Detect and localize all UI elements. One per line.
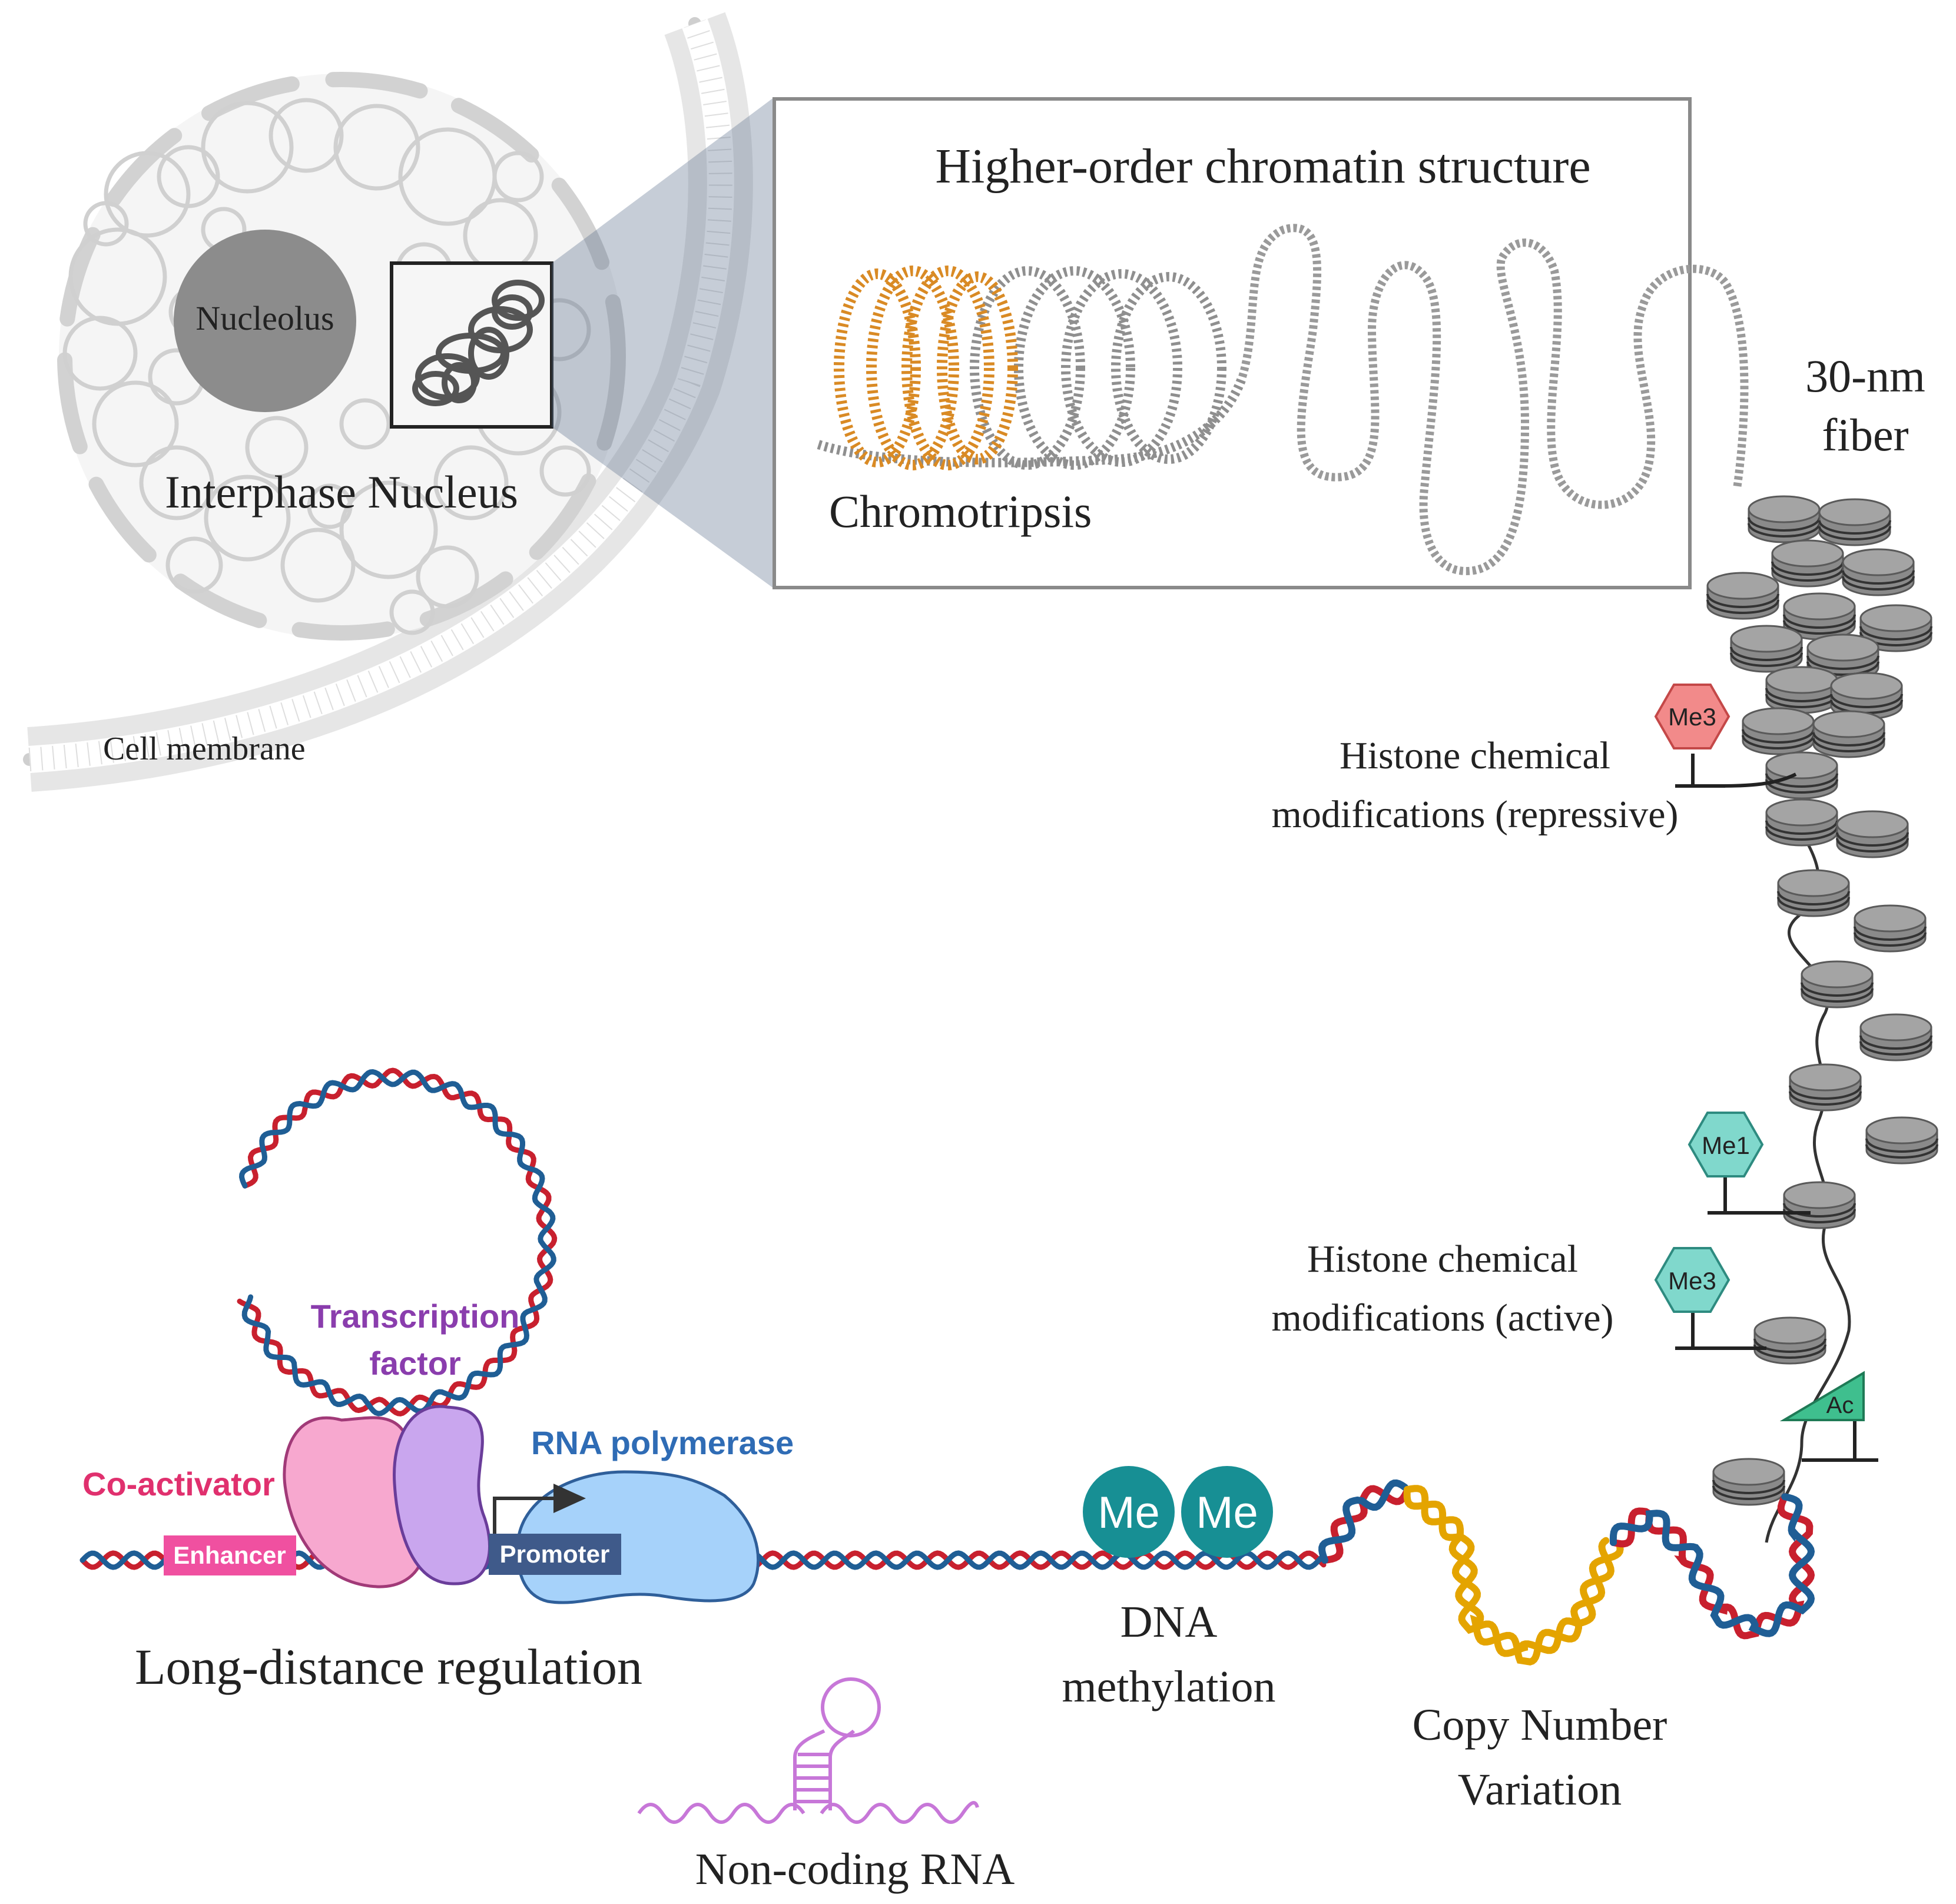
nucleosome <box>1765 666 1838 714</box>
dna-wave-end <box>1609 1493 1815 1640</box>
nucleosome <box>1859 604 1932 652</box>
chromatin-coils-orange <box>834 266 1018 470</box>
enhancer-box: Enhancer <box>164 1535 296 1575</box>
active-modification-me3: Me3 <box>1654 1247 1766 1350</box>
methyl-right-label: Me <box>1196 1488 1258 1538</box>
repressive-label-line1: Histone chemical <box>1340 734 1610 777</box>
beaded-chromatin <box>1238 224 1749 576</box>
cnv-label-line2: Variation <box>1458 1765 1622 1815</box>
active-label-line1: Histone chemical <box>1307 1238 1578 1281</box>
chromatin-coils-gray <box>817 266 1247 470</box>
nucleosome <box>1801 960 1874 1009</box>
nucleosome <box>1836 810 1909 858</box>
nucleosome <box>1818 498 1891 546</box>
ac-tag <box>1779 1371 1865 1421</box>
promoter-arrow <box>493 1497 553 1540</box>
long-distance-label: Long-distance regulation <box>135 1638 642 1695</box>
nucleosome <box>1789 1063 1862 1112</box>
promoter-arrowhead <box>553 1484 586 1513</box>
higher-order-title: Higher-order chromatin structure <box>935 139 1590 194</box>
acetylation: Ac <box>1779 1371 1878 1462</box>
cell-membrane <box>23 12 753 792</box>
linker-dna <box>1765 811 1851 1543</box>
me1-label: Me1 <box>1702 1132 1750 1159</box>
active-label-line2: modifications (active) <box>1272 1296 1614 1339</box>
transcription-factor-label-line2: factor <box>369 1345 461 1382</box>
active-modification-me1: Me1 <box>1688 1112 1811 1215</box>
nucleosome <box>1765 798 1838 847</box>
me1-tag <box>1688 1112 1764 1177</box>
nucleosome <box>1742 707 1815 755</box>
chromatin-loops <box>62 98 591 635</box>
ac-label: Ac <box>1826 1392 1854 1418</box>
nucleolus-label: Nucleolus <box>195 299 334 337</box>
nucleosome <box>1783 592 1856 641</box>
dna-wave-start <box>1318 1479 1410 1564</box>
interphase-nucleus-label: Interphase Nucleus <box>165 466 518 518</box>
chromotripsis-label: Chromotripsis <box>829 486 1092 537</box>
non-coding-rna-label: Non-coding RNA <box>695 1845 1015 1894</box>
dna-loop <box>237 1067 558 1417</box>
nucleosome <box>1748 495 1821 543</box>
enhancer-label: Enhancer <box>173 1541 286 1569</box>
zoom-projection <box>552 97 774 589</box>
higher-order-panel: Higher-order chromatin structure Chromot… <box>773 97 1749 589</box>
zoomed-chromatin <box>412 280 545 406</box>
nucleosome <box>1859 1013 1932 1062</box>
nucleosome <box>1812 710 1885 758</box>
promoter-box: Promoter <box>489 1534 621 1575</box>
co-activator-label: Co-activator <box>82 1465 275 1502</box>
cell-membrane-label: Cell membrane <box>103 731 306 767</box>
nucleosome <box>1712 1458 1785 1506</box>
fiber-label-line1: 30-nm <box>1805 350 1925 402</box>
methyl-group-left <box>1083 1466 1175 1558</box>
nucleosomes <box>1706 495 1938 1506</box>
nucleosome <box>1865 1116 1938 1165</box>
nucleosome <box>1706 572 1779 620</box>
nucleosome <box>1842 548 1915 596</box>
repressive-modification: Me3 <box>1654 684 1797 788</box>
non-coding-rna <box>637 1677 979 1824</box>
methyl-group-right <box>1181 1466 1273 1558</box>
nucleosome <box>1854 904 1927 953</box>
promoter-label: Promoter <box>500 1540 610 1568</box>
methyl-groups: Me Me <box>1083 1466 1273 1558</box>
methyl-left-label: Me <box>1098 1488 1160 1538</box>
fiber-label-line2: fiber <box>1822 409 1908 460</box>
transcription-factor-label-line1: Transcription <box>311 1298 520 1335</box>
nucleosome <box>1777 869 1850 917</box>
nucleosome <box>1783 1181 1856 1229</box>
rna-polymerase-label: RNA polymerase <box>531 1424 794 1461</box>
nucleosome <box>1730 625 1803 673</box>
interphase-nucleus: Nucleolus Interphase Nucleus <box>57 72 626 641</box>
me3-active-label: Me3 <box>1668 1267 1716 1295</box>
cnv-label-line1: Copy Number <box>1413 1700 1667 1750</box>
dna-cnv <box>1403 1485 1624 1666</box>
me3-active-tag <box>1654 1247 1730 1313</box>
nucleosome <box>1765 751 1838 800</box>
transcription-factor <box>393 1405 491 1585</box>
me3-repressive-tag <box>1654 684 1730 749</box>
dna-methylation-label-line2: methylation <box>1062 1662 1275 1711</box>
dna-methylation-label-line1: DNA <box>1120 1597 1218 1647</box>
nucleosome <box>1771 539 1844 588</box>
nucleolus <box>174 230 356 412</box>
nucleosome <box>1753 1316 1826 1365</box>
repressive-label-line2: modifications (repressive) <box>1272 793 1679 836</box>
me3-repressive-label: Me3 <box>1668 703 1716 731</box>
